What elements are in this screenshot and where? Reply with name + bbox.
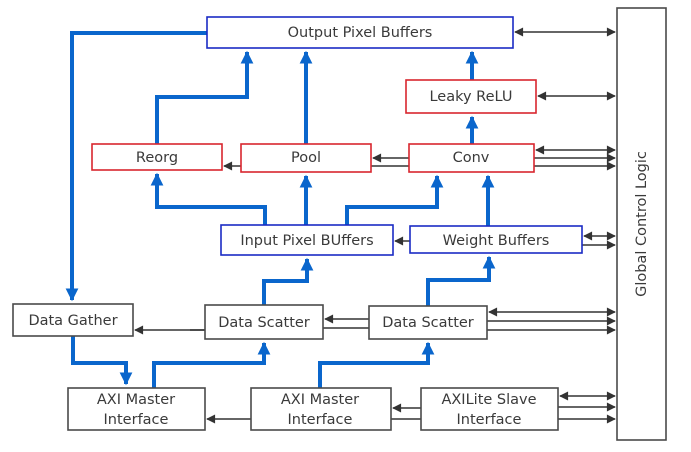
bus-axi2-to-scatter2 (318, 341, 435, 388)
block-leaky-relu: Leaky ReLU (405, 79, 537, 114)
bus-input-to-reorg (150, 172, 267, 225)
block-label: Input Pixel BUffers (240, 233, 373, 249)
block-label: Leaky ReLU (429, 89, 512, 105)
block-data-scatter-1: Data Scatter (204, 304, 324, 340)
bus-gather-to-axi1 (71, 336, 133, 386)
bus-axi1-to-scatter1 (152, 341, 271, 388)
block-label: Weight Buffers (443, 233, 550, 249)
block-label: Reorg (136, 150, 178, 166)
block-pool: Pool (240, 143, 372, 173)
block-data-gather: Data Gather (12, 303, 134, 337)
data-bus-lines (65, 31, 496, 388)
control-lines (134, 27, 616, 424)
block-label: Pool (291, 150, 321, 166)
block-label-line1: AXI Master (281, 392, 359, 408)
block-conv: Conv (408, 143, 535, 173)
bus-output-to-data-gather (65, 31, 207, 302)
block-label: Data Gather (28, 313, 117, 329)
bus-reorg-to-output (155, 50, 254, 144)
block-label-line2: Interface (288, 412, 353, 428)
block-data-scatter-2: Data Scatter (368, 305, 488, 340)
block-label: Data Scatter (218, 315, 310, 331)
block-reorg: Reorg (91, 143, 223, 171)
block-label-line1: AXILite Slave (441, 392, 536, 408)
block-label-line2: Interface (457, 412, 522, 428)
block-weight-buffers: Weight Buffers (409, 225, 583, 254)
bus-input-to-conv (345, 174, 444, 225)
block-label: Output Pixel Buffers (288, 25, 433, 41)
block-label-line1: AXI Master (97, 392, 175, 408)
block-output-pixel-buffers: Output Pixel Buffers (206, 16, 514, 49)
block-label: Conv (453, 150, 490, 166)
bus-scatter2-to-weight (426, 255, 496, 306)
bus-scatter1-to-input (262, 257, 314, 305)
block-input-pixel-buffers: Input Pixel BUffers (220, 224, 394, 256)
block-global-control-logic: Global Control Logic (616, 7, 667, 441)
block-axilite-slave: AXILite Slave Interface (420, 387, 559, 431)
block-axi-master-2: AXI Master Interface (250, 387, 392, 431)
block-label: Global Control Logic (634, 151, 650, 297)
block-label-line2: Interface (104, 412, 169, 428)
block-label: Data Scatter (382, 315, 474, 331)
block-axi-master-1: AXI Master Interface (67, 387, 206, 431)
